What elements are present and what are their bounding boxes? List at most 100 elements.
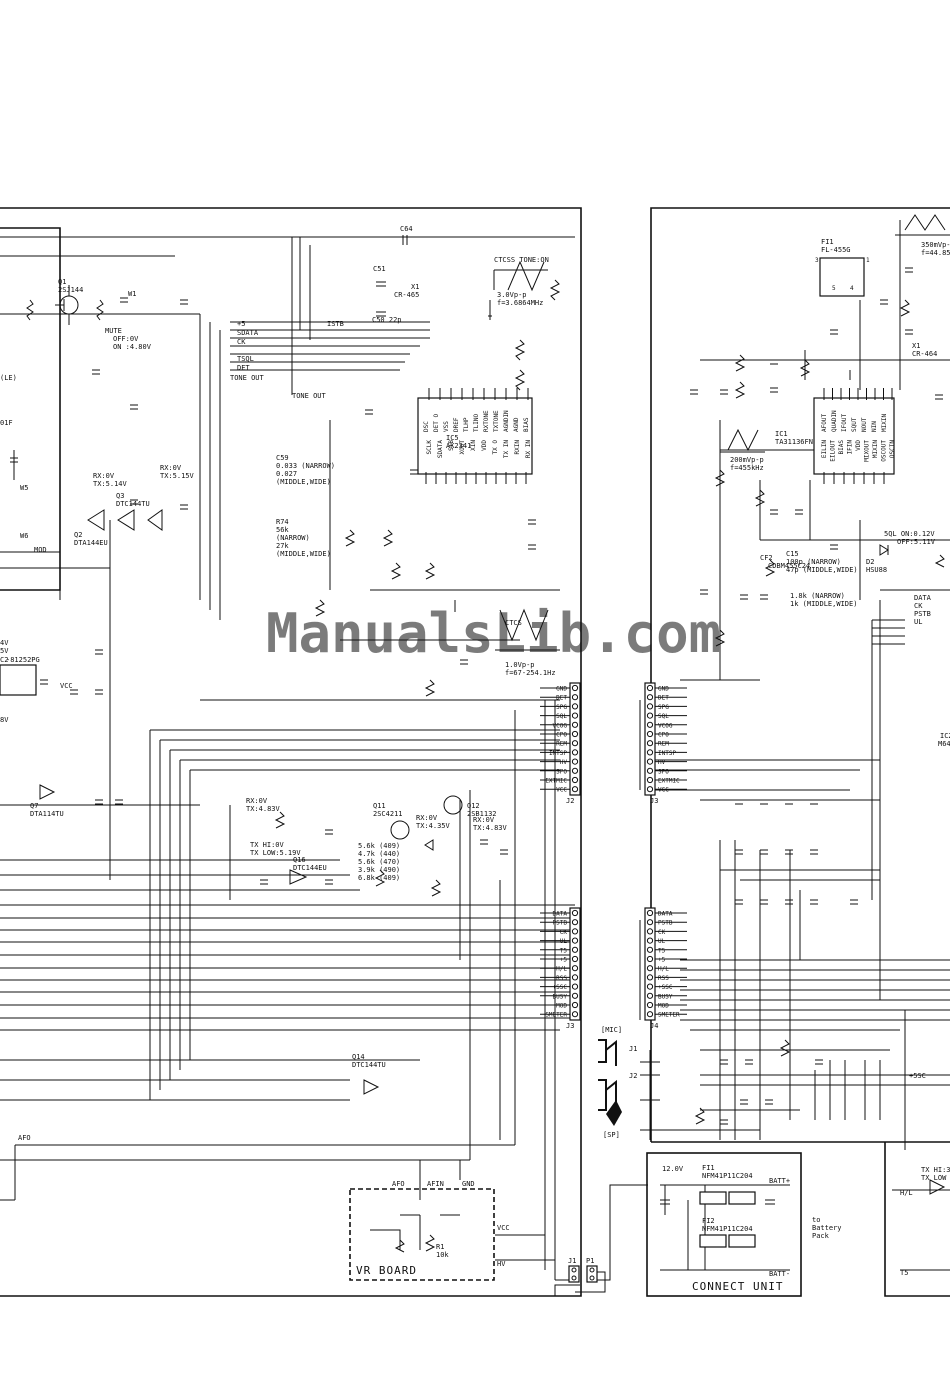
right-lower-outline bbox=[884, 1142, 950, 1297]
sql-on: 5QL ON:0.12V bbox=[884, 530, 935, 538]
ic5-top-pin: RXIN bbox=[514, 440, 521, 455]
w1-label: W1 bbox=[128, 290, 136, 298]
connector-pin bbox=[646, 937, 654, 944]
r74-narrow-val: 56k bbox=[276, 526, 289, 534]
left-sub-block bbox=[0, 227, 61, 591]
q1-part: 2SJ144 bbox=[58, 286, 83, 294]
j2-ref: J2 bbox=[566, 797, 574, 805]
fi1-pin3: 3 bbox=[815, 257, 819, 264]
j4-pin-label: MOD bbox=[658, 1003, 669, 1010]
j4-pin-label: +5 bbox=[658, 957, 666, 964]
j2-pin-label: INTSP bbox=[549, 750, 567, 757]
rj3-pin-label: SPO bbox=[658, 768, 669, 775]
ic1-top-pin: EILOUT bbox=[830, 440, 837, 462]
c59-ref: C59 bbox=[276, 454, 289, 462]
passive-components bbox=[10, 235, 561, 897]
cu-battery: Battery bbox=[812, 1224, 842, 1232]
ic1-bottom-pin: SQUT bbox=[851, 417, 858, 432]
ic1-bottom-pin: AFOUT bbox=[821, 414, 828, 432]
connector-pin bbox=[571, 767, 579, 774]
sig-istb: ISTB bbox=[327, 320, 344, 328]
partial-5v: 5V bbox=[0, 647, 9, 655]
vr-board: AFO AFIN GND VCC HV R1 10k VR BOARD bbox=[349, 1180, 510, 1281]
vr-afo: AFO bbox=[392, 1180, 405, 1188]
connect-unit: 12.0V FI1 NFM41P11C204 FI2 NFM41P11C204 … bbox=[646, 1152, 842, 1297]
r55-val-5: 6.8k (409) bbox=[358, 874, 400, 882]
j2-pin-label: HV bbox=[560, 759, 568, 766]
ic1-top-pin: BIAS bbox=[838, 440, 845, 455]
connector-pin bbox=[571, 786, 579, 793]
right-wires bbox=[639, 220, 950, 1271]
q12-ref: Q12 bbox=[467, 802, 480, 810]
connector-pin bbox=[646, 730, 654, 738]
fi1-pin5: 5 bbox=[832, 285, 836, 292]
bus-ck: CK bbox=[914, 602, 923, 610]
ic5-bottom-pin: DSC bbox=[423, 421, 430, 432]
d2-part: HSU88 bbox=[866, 566, 887, 574]
q3-ref: Q3 bbox=[116, 492, 124, 500]
connector-pin bbox=[571, 965, 579, 972]
connector-pin bbox=[571, 712, 579, 719]
j2-pin-label: SPO bbox=[556, 768, 567, 775]
ic1-top-pin: IFIN bbox=[847, 440, 854, 455]
rj3-pin-label: DET bbox=[658, 695, 669, 702]
ic2-chip bbox=[0, 664, 37, 696]
ctcss2-label: CTCS bbox=[505, 619, 522, 627]
q11-part: 2SC4211 bbox=[373, 810, 403, 818]
cu-voltage: 12.0V bbox=[662, 1165, 684, 1173]
cu-fi1-ref: FI1 bbox=[702, 1164, 715, 1172]
j2-connector: GNDDETSPGSQLVCOGCPOREMINTSPHVSPOEXTMICVC… bbox=[540, 682, 581, 805]
c59-wide-note: (MIDDLE,WIDE) bbox=[276, 478, 331, 486]
partial-t5: T5 bbox=[900, 1269, 908, 1277]
j3-pin-label: MOD bbox=[556, 1003, 567, 1010]
connector-pin bbox=[571, 937, 579, 944]
connector-pin bbox=[646, 1001, 654, 1009]
ic5-bottom-pin: DREF bbox=[453, 417, 460, 432]
connector-pin bbox=[646, 712, 654, 719]
rj3-pin-label: CPO bbox=[658, 732, 669, 739]
rj3-pin-label: VCC bbox=[658, 787, 669, 794]
vr-r1: R1 bbox=[436, 1243, 444, 1251]
ic1-ref: IC1 bbox=[775, 430, 788, 438]
right-passives bbox=[690, 267, 946, 1195]
partial-8v: 8V bbox=[0, 716, 9, 724]
left-triangles bbox=[39, 509, 463, 1095]
connector-pin bbox=[646, 919, 654, 926]
cu-batt-plus: BATT+ bbox=[769, 1177, 790, 1185]
j2-pin-label: VCOG bbox=[553, 722, 568, 729]
connector-pin bbox=[571, 694, 579, 701]
tx-hi: TX HI:0V bbox=[250, 841, 285, 849]
ic5-top-pin: TX O bbox=[492, 440, 499, 455]
r55-val-2: 4.7k (440) bbox=[358, 850, 400, 858]
connector-pin bbox=[646, 740, 654, 747]
right-labels: CF2 CDBM455C24 D2 HSU88 5QL ON:0.12V OFF… bbox=[760, 530, 950, 1277]
cu-fi2-part: NFM41P11C204 bbox=[702, 1225, 753, 1233]
cu-pack: Pack bbox=[812, 1232, 830, 1240]
left-wires bbox=[0, 236, 580, 1296]
ic1-bottom-pin: NOUT bbox=[861, 417, 868, 432]
connector-pin bbox=[646, 955, 654, 963]
connector-pin bbox=[571, 740, 579, 747]
connector-pin bbox=[571, 946, 579, 953]
sig-tone-out-2: TONE OUT bbox=[292, 392, 327, 400]
partial-hl: H/L bbox=[900, 1189, 913, 1197]
connector-pin bbox=[646, 776, 654, 784]
sig-tsql: TSQL bbox=[237, 355, 254, 363]
connector-pin bbox=[646, 721, 654, 728]
j3-pin-label: RSS bbox=[556, 975, 567, 982]
cu-to: to bbox=[812, 1216, 820, 1224]
watermark: ManualsLib.com bbox=[266, 602, 721, 665]
ctcss-vpp: 3.0Vp-p bbox=[497, 291, 527, 299]
q16-part: DTC144EU bbox=[293, 864, 327, 872]
vr-gnd: GND bbox=[462, 1180, 475, 1188]
j3-pin-label: BUSY bbox=[553, 993, 568, 1000]
connector-pin bbox=[646, 703, 654, 710]
q7-ref: Q7 bbox=[30, 802, 38, 810]
connector-pin bbox=[646, 965, 654, 972]
ic5-top-pin: XIN bbox=[470, 440, 477, 451]
partial-txhi: TX HI:3 bbox=[921, 1166, 950, 1174]
j3-pin-label: +SSC bbox=[553, 984, 568, 991]
connector-pin bbox=[571, 730, 579, 738]
